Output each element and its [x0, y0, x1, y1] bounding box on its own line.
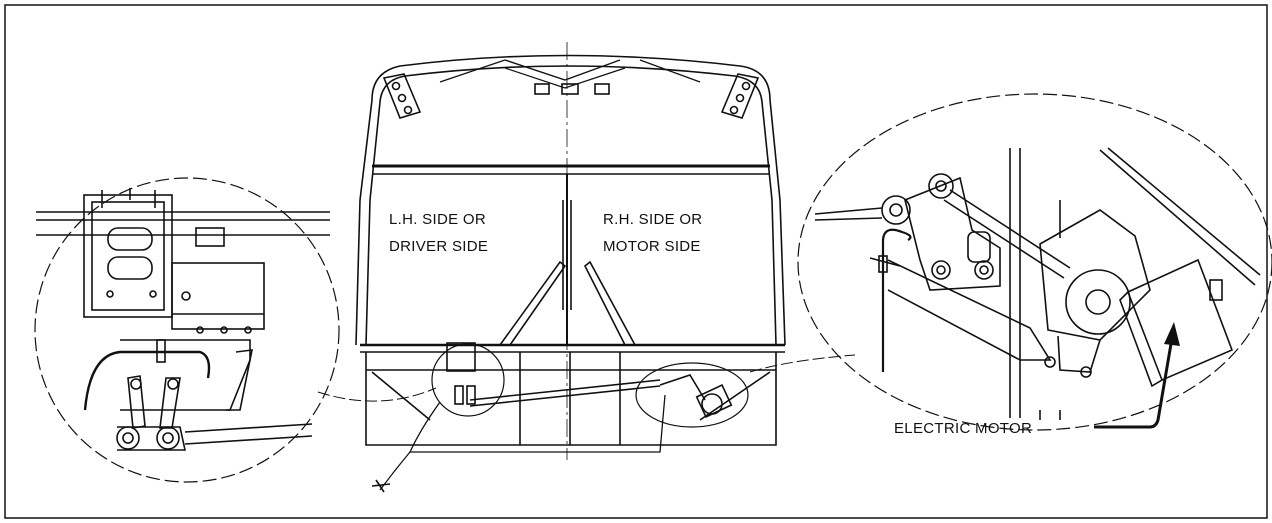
diagram-border: [4, 4, 1268, 519]
right-side-label-line2: MOTOR SIDE: [603, 238, 701, 255]
right-detail-leader: [749, 354, 856, 373]
electric-motor-label: ELECTRIC MOTOR: [894, 420, 1032, 437]
motor-pointer-arrow: [1094, 337, 1174, 429]
right-detail-view: [797, 93, 1272, 431]
left-detail-leader: [317, 387, 437, 402]
left-detail-view: [34, 177, 340, 483]
right-side-label-line1: R.H. SIDE OR: [603, 211, 702, 228]
left-side-label-line2: DRIVER SIDE: [389, 238, 488, 255]
left-side-label-line1: L.H. SIDE OR: [389, 211, 486, 228]
bus-front-view: [355, 54, 786, 493]
motor-pointer-arrowhead: [1164, 322, 1180, 346]
